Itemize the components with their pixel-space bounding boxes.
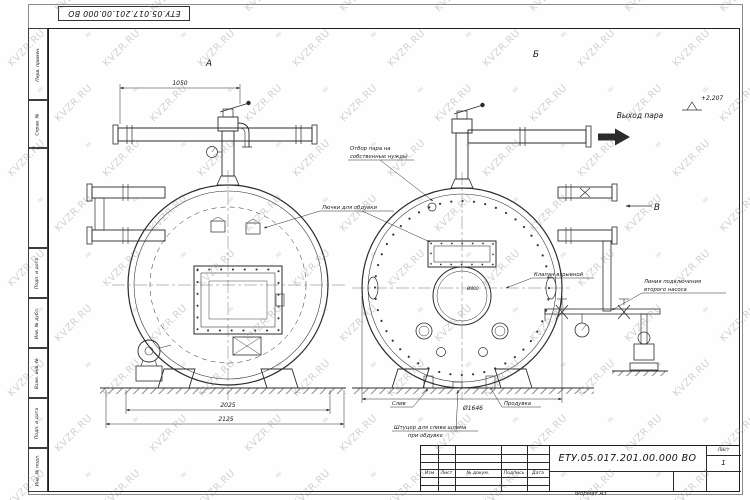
boiler-front-view-a <box>86 100 346 400</box>
safety-valve-b <box>450 102 485 189</box>
margin-cell-inv-podl: Инв. № подл. <box>28 448 48 492</box>
label-blow-hatches: Лючки для обдувки <box>321 205 377 211</box>
stamp-sheet-number: 1 <box>721 459 726 467</box>
stamp-col-date: Дата <box>532 471 544 476</box>
label-steam-extraction-2: собственные нужды <box>350 154 407 160</box>
label-sludge-2: при обдувке <box>408 433 444 439</box>
support-saddle <box>494 368 533 389</box>
pressure-gauge-b <box>574 322 590 338</box>
support-saddle <box>157 368 196 389</box>
label-steam-outlet: Выход пара <box>617 111 664 120</box>
furnace-door <box>193 265 283 335</box>
label-second-pump-2: второго насоса <box>644 287 687 293</box>
title-block: Изм Лист № докум. Подпись Дата ЕТУ.05.01… <box>420 445 741 492</box>
dim-2025: 2025 <box>220 402 235 409</box>
margin-cell-sprav-no: Справ. № <box>28 100 48 148</box>
drawing-frame <box>48 28 740 492</box>
label-second-pump-1: Линия подключения <box>643 279 702 285</box>
label-blowdown: Продувка <box>504 401 531 407</box>
dim-manhole-dia: Ø400 <box>466 285 479 292</box>
blow-hatch-2 <box>245 222 261 235</box>
door-handle <box>275 293 285 307</box>
view-label-v: В <box>654 203 660 213</box>
stamp-col-list: Лист <box>440 471 453 476</box>
pump-connection-piping <box>544 240 668 376</box>
pump-body <box>633 343 655 361</box>
margin-cell-podp-data-2: Подп. и дата <box>28 398 48 448</box>
manhole <box>432 266 492 326</box>
margin-cell-inv-dubl: Инв. № дубл. <box>28 298 48 348</box>
support-saddle <box>260 368 299 389</box>
margin-cell-perv-primen: Перв. примен. <box>28 28 48 100</box>
stamp-doc-number: ЕТУ.05.017.201.00.000 ВО <box>558 453 697 464</box>
dim-1050: 1050 <box>172 80 187 87</box>
inspection-port <box>415 322 433 340</box>
boiler-front-view-b <box>352 101 702 400</box>
stamp-col-sign: Подпись <box>503 471 525 476</box>
label-explosion-valve: Клапан взрывной <box>534 272 584 278</box>
label-sludge-1: Штуцер для слива шлама <box>394 425 466 431</box>
sludge-stub <box>452 381 463 389</box>
margin-cell-podp-data-1: Подп. и дата <box>28 248 48 298</box>
format-label: Формат А3 <box>575 491 607 497</box>
view-label-b: Б <box>533 50 539 60</box>
valve-symbol <box>617 304 631 320</box>
side-header-pipes-a <box>86 183 166 245</box>
top-doc-number: ЕТУ.05.017.201.00.000 ВО <box>67 9 181 18</box>
label-steam-extraction-1: Отбор пара на <box>350 146 391 152</box>
burner-fan <box>135 339 172 382</box>
safety-valve-a <box>206 100 252 186</box>
stamp-col-doc: № докум. <box>466 471 490 476</box>
elevation-mark <box>682 101 702 111</box>
margin-cell-empty <box>28 148 48 248</box>
annotation-leaders <box>263 159 726 432</box>
view-label-a: А <box>205 59 212 69</box>
margin-cell-vzam-inv: Взам. инв. № <box>28 348 48 398</box>
dim-shell-dia: Ø1646 <box>462 405 483 412</box>
steam-outlet-pipe <box>467 125 592 148</box>
label-drain: Слив <box>392 401 406 407</box>
side-header-pipes-b <box>557 183 618 245</box>
dim-2125: 2125 <box>218 416 233 423</box>
steam-tap-fitting <box>427 202 437 212</box>
support-saddle <box>391 368 430 389</box>
ash-box <box>232 336 262 356</box>
top-header-pipe-a <box>112 124 318 145</box>
top-doc-number-box: ЕТУ.05.017.201.00.000 ВО <box>58 6 190 21</box>
inspection-port <box>491 322 509 340</box>
label-elevation: +2,207 <box>701 95 723 102</box>
dimension-lines <box>105 84 563 428</box>
stamp-col-izm: Изм <box>424 471 435 476</box>
stamp-sheet-label: Лист <box>717 448 730 453</box>
drain-stub <box>423 375 434 389</box>
steam-flow-arrow <box>598 128 630 146</box>
blow-hatch-1 <box>210 220 226 233</box>
